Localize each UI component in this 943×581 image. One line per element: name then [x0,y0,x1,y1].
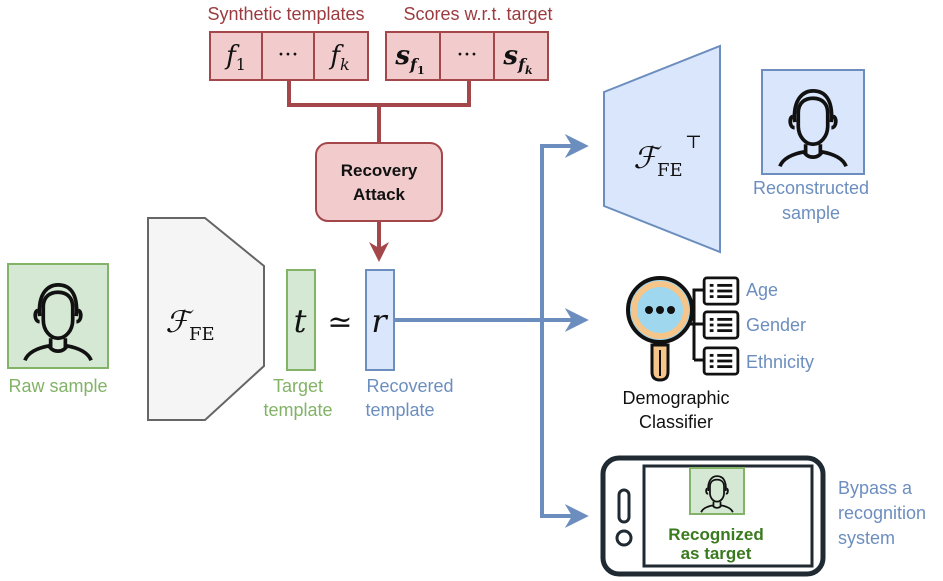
recovery-attack-line2: Attack [353,185,406,204]
synthetic-templates-vector: f1 ··· fk [209,31,369,81]
bypass-label-3: system [838,528,895,548]
smartphone-icon [600,455,826,577]
recovered-template-label-1: Recovered [366,376,453,396]
raw-sample-label: Raw sample [8,376,107,396]
target-template: t [286,269,316,371]
inverse-extractor: ℱFE ⊤ [603,44,721,254]
synthetic-templates-label: Synthetic templates [207,4,364,24]
ellipsis-1: ··· [278,43,299,68]
svg-text:sfk: sfk [502,41,533,77]
recovered-template: r [365,269,395,371]
target-template-label-2: template [263,400,332,420]
s-f1-symbol: s [394,41,410,71]
recovery-attack-box: Recovery Attack [315,142,443,222]
simeq-symbol: ≃ [327,305,352,340]
recovered-template-label-2: template [365,400,434,420]
s-fk-symbol: s [502,41,518,71]
ethnicity-label: Ethnicity [746,352,814,372]
svg-text:sf1: sf1 [394,41,424,77]
transpose-symbol: ⊤ [685,132,702,153]
blue-connector [394,134,589,528]
age-document-icon [702,276,740,306]
reconstructed-sample-label-2: sample [782,203,840,223]
bypass-label-1: Bypass a [838,478,913,498]
ellipsis-2: ··· [457,43,478,68]
red-connector [287,80,471,262]
demographic-classifier-label-2: Classifier [639,412,713,432]
target-template-label-1: Target [273,376,323,396]
raw-sample-image [7,263,109,369]
feature-extractor: ℱFE [147,217,265,421]
svg-text:t: t [294,302,307,340]
recovery-attack-line1: Recovery [341,161,418,180]
recognized-label-1: Recognized [668,525,763,544]
gender-label: Gender [746,315,806,335]
scores-label: Scores w.r.t. target [403,4,552,24]
bypass-label-2: recognition [838,503,926,523]
demographic-classifier [626,276,740,382]
recognized-label-2: as target [681,544,752,563]
demographic-classifier-label-1: Demographic [622,388,729,408]
scores-vector: sf1 ··· sfk [385,31,549,81]
age-label: Age [746,280,778,300]
svg-text:r: r [371,302,388,340]
gender-document-icon [702,310,740,340]
reconstructed-sample-image [761,69,865,175]
reconstructed-sample-label-1: Reconstructed [753,178,869,198]
ethnicity-document-icon [702,346,740,376]
